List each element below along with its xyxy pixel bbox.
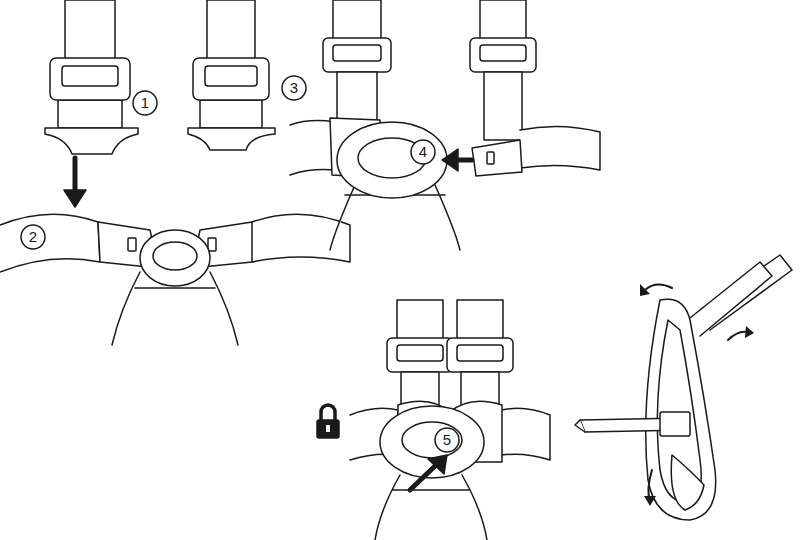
callout-number: 2 xyxy=(22,226,44,248)
curved-arrow xyxy=(728,332,748,340)
strap-left xyxy=(45,0,138,154)
buckle-half xyxy=(290,0,600,250)
curved-arrow xyxy=(645,284,672,290)
callout-number: 5 xyxy=(436,429,458,451)
callout-circles xyxy=(21,76,459,452)
arrow-head xyxy=(428,455,447,474)
buckle-locked xyxy=(350,300,550,540)
strap-fold xyxy=(575,255,792,520)
arrow xyxy=(410,466,435,490)
callout-number: 4 xyxy=(412,141,434,163)
buckle-open xyxy=(0,214,350,345)
callout-number: 1 xyxy=(134,92,156,114)
arrow-head xyxy=(442,149,458,171)
curved-arrow xyxy=(648,470,652,500)
arrow xyxy=(73,158,78,192)
strap-right xyxy=(188,0,275,150)
callout-number: 3 xyxy=(283,77,305,99)
arrow-head xyxy=(64,190,86,207)
lock-icon xyxy=(317,405,339,438)
